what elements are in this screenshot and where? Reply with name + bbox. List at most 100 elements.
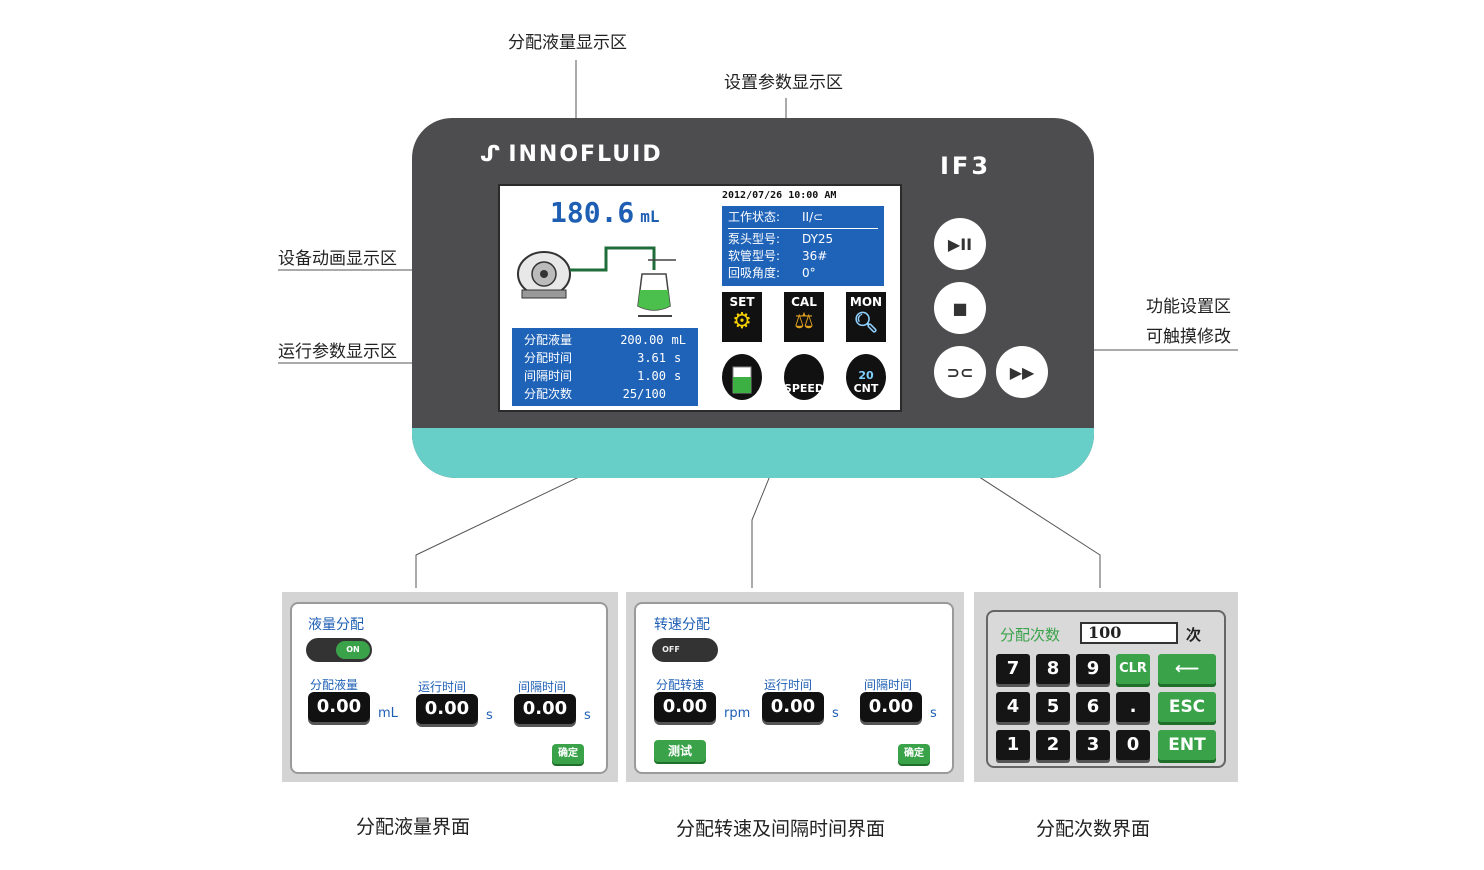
field-label: 间隔时间 — [864, 678, 913, 692]
run-row: 分配液量 200.00 mL — [524, 331, 686, 349]
count-panel-frame: 分配次数 100 次 7 8 9 CLR ⟵ 4 5 6 . ESC 1 2 3… — [974, 592, 1238, 782]
suckback-label: 回吸角度: — [728, 266, 781, 280]
run-label: 间隔时间 — [524, 369, 573, 383]
work-state-label: 工作状态: — [728, 210, 781, 224]
field-unit: s — [584, 708, 591, 723]
run-row: 分配时间 3.61 s — [524, 349, 686, 367]
key-9[interactable]: 9 — [1076, 654, 1110, 684]
stop-button[interactable]: ■ — [934, 282, 986, 334]
fast-forward-button[interactable]: ▶▶ — [996, 346, 1048, 398]
count-mode-button[interactable]: 20 CNT — [846, 354, 886, 400]
confirm-button[interactable]: 确定 — [898, 744, 930, 764]
count-panel: 分配次数 100 次 7 8 9 CLR ⟵ 4 5 6 . ESC 1 2 3… — [986, 610, 1226, 768]
toggle-on-label: ON — [336, 641, 370, 659]
field-unit: rpm — [724, 706, 751, 721]
run-value: 25/100 — [622, 387, 666, 401]
magnifier-icon: 🔍︎ — [853, 310, 879, 334]
key-3[interactable]: 3 — [1076, 730, 1110, 760]
mon-label: MON — [849, 295, 883, 309]
speed-label: SPEED — [783, 382, 825, 395]
interval-time-input[interactable]: 0.00 — [860, 692, 922, 722]
field-label: 分配转速 — [656, 678, 705, 692]
callout-settings-display: 设置参数显示区 — [724, 73, 843, 93]
speed-panel-title: 转速分配 — [654, 617, 710, 633]
callout-animation-display: 设备动画显示区 — [278, 249, 397, 269]
callout-volume-display: 分配液量显示区 — [508, 33, 627, 53]
key-8[interactable]: 8 — [1036, 654, 1070, 684]
caption-count: 分配次数界面 — [1036, 818, 1151, 840]
screen-datetime: 2012/07/26 10:00 AM — [722, 190, 837, 201]
beaker-icon — [732, 366, 752, 394]
backspace-key[interactable]: ⟵ — [1158, 654, 1216, 684]
run-unit: s — [674, 369, 682, 383]
test-button[interactable]: 测试 — [654, 740, 706, 762]
cnt-label: CNT — [853, 382, 879, 395]
reverse-icon: ⊃⊂ — [946, 362, 974, 382]
field-unit: s — [486, 708, 493, 723]
key-dot[interactable]: . — [1116, 692, 1150, 722]
caption-volume: 分配液量界面 — [356, 816, 471, 838]
run-unit: s — [674, 351, 682, 365]
brand-logo: ᔑ INNOFLUID — [480, 142, 663, 167]
volume-panel-title: 液量分配 — [308, 617, 364, 633]
run-label: 分配液量 — [524, 333, 573, 347]
set-button[interactable]: SET ⚙ — [722, 292, 762, 342]
count-input[interactable]: 100 — [1080, 622, 1178, 644]
field-label: 运行时间 — [764, 678, 813, 692]
speed-panel: 转速分配 OFF 分配转速 0.00 rpm 运行时间 0.00 s 间隔时间 … — [634, 602, 954, 774]
reverse-button[interactable]: ⊃⊂ — [934, 346, 986, 398]
brand-name: INNOFLUID — [508, 142, 663, 167]
work-state-value: II/⊂ — [802, 210, 824, 224]
interval-time-input[interactable]: 0.00 — [514, 694, 576, 724]
volume-unit: mL — [640, 207, 660, 226]
device-base — [412, 428, 1094, 478]
pump-head-label: 泵头型号: — [728, 232, 781, 246]
dispense-volume-input[interactable]: 0.00 — [308, 692, 370, 722]
confirm-button[interactable]: 确定 — [552, 744, 584, 764]
speed-mode-button[interactable]: SPEED — [784, 354, 824, 400]
esc-key[interactable]: ESC — [1158, 692, 1216, 722]
key-5[interactable]: 5 — [1036, 692, 1070, 722]
mon-button[interactable]: MON 🔍︎ — [846, 292, 886, 342]
field-label: 间隔时间 — [518, 680, 567, 694]
clear-key[interactable]: CLR — [1116, 654, 1150, 684]
dispense-speed-input[interactable]: 0.00 — [654, 692, 716, 722]
innofluid-logo-icon: ᔑ — [480, 142, 503, 167]
cnt-number: 20 — [858, 369, 874, 382]
volume-mode-button[interactable] — [722, 354, 762, 400]
key-0[interactable]: 0 — [1116, 730, 1150, 760]
run-unit: mL — [671, 333, 686, 347]
toggle-off-label: OFF — [654, 641, 688, 659]
play-pause-button[interactable]: ▶II — [934, 218, 986, 270]
run-label: 分配时间 — [524, 351, 573, 365]
key-2[interactable]: 2 — [1036, 730, 1070, 760]
run-value: 3.61 — [637, 351, 666, 365]
speed-mode-toggle[interactable]: OFF — [652, 638, 718, 662]
key-1[interactable]: 1 — [996, 730, 1030, 760]
model-name: IF3 — [940, 152, 992, 180]
gear-icon: ⚙ — [732, 309, 752, 334]
key-4[interactable]: 4 — [996, 692, 1030, 722]
stop-icon: ■ — [952, 298, 968, 318]
run-time-input[interactable]: 0.00 — [762, 692, 824, 722]
touch-screen[interactable]: 180.6 mL 2012/07/26 10:00 AM 工作状态: II/⊂ 泵… — [498, 184, 902, 412]
volume-mode-toggle[interactable]: ON — [306, 638, 372, 662]
run-value: 200.00 — [620, 333, 664, 347]
ent-key[interactable]: ENT — [1158, 730, 1216, 760]
volume-value: 180.6 — [550, 196, 635, 229]
pump-head-value: DY25 — [802, 232, 834, 246]
key-7[interactable]: 7 — [996, 654, 1030, 684]
callout-run-params-display: 运行参数显示区 — [278, 342, 397, 362]
backspace-icon: ⟵ — [1174, 659, 1200, 679]
callout-touch-editable: 可触摸修改 — [1146, 327, 1231, 347]
run-time-input[interactable]: 0.00 — [416, 694, 478, 724]
count-panel-title: 分配次数 — [1000, 626, 1061, 644]
volume-readout: 180.6 mL — [550, 196, 660, 229]
cal-button[interactable]: CAL ⚖ — [784, 292, 824, 342]
caption-speed: 分配转速及间隔时间界面 — [676, 818, 886, 840]
key-6[interactable]: 6 — [1076, 692, 1110, 722]
field-unit: s — [930, 706, 937, 721]
